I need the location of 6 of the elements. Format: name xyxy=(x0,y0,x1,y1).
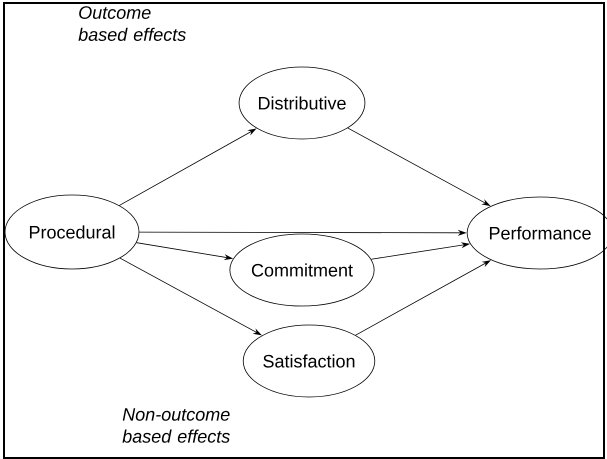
ellipse-node: Satisfaction xyxy=(242,324,376,398)
ellipse-node: Procedural xyxy=(4,194,140,270)
ellipse-node: Distributive xyxy=(238,66,366,140)
ellipse-node: Commitment xyxy=(229,234,375,306)
annotation: Non-outcome based effects xyxy=(122,408,230,443)
annotation: Outcome based effects xyxy=(78,6,186,41)
